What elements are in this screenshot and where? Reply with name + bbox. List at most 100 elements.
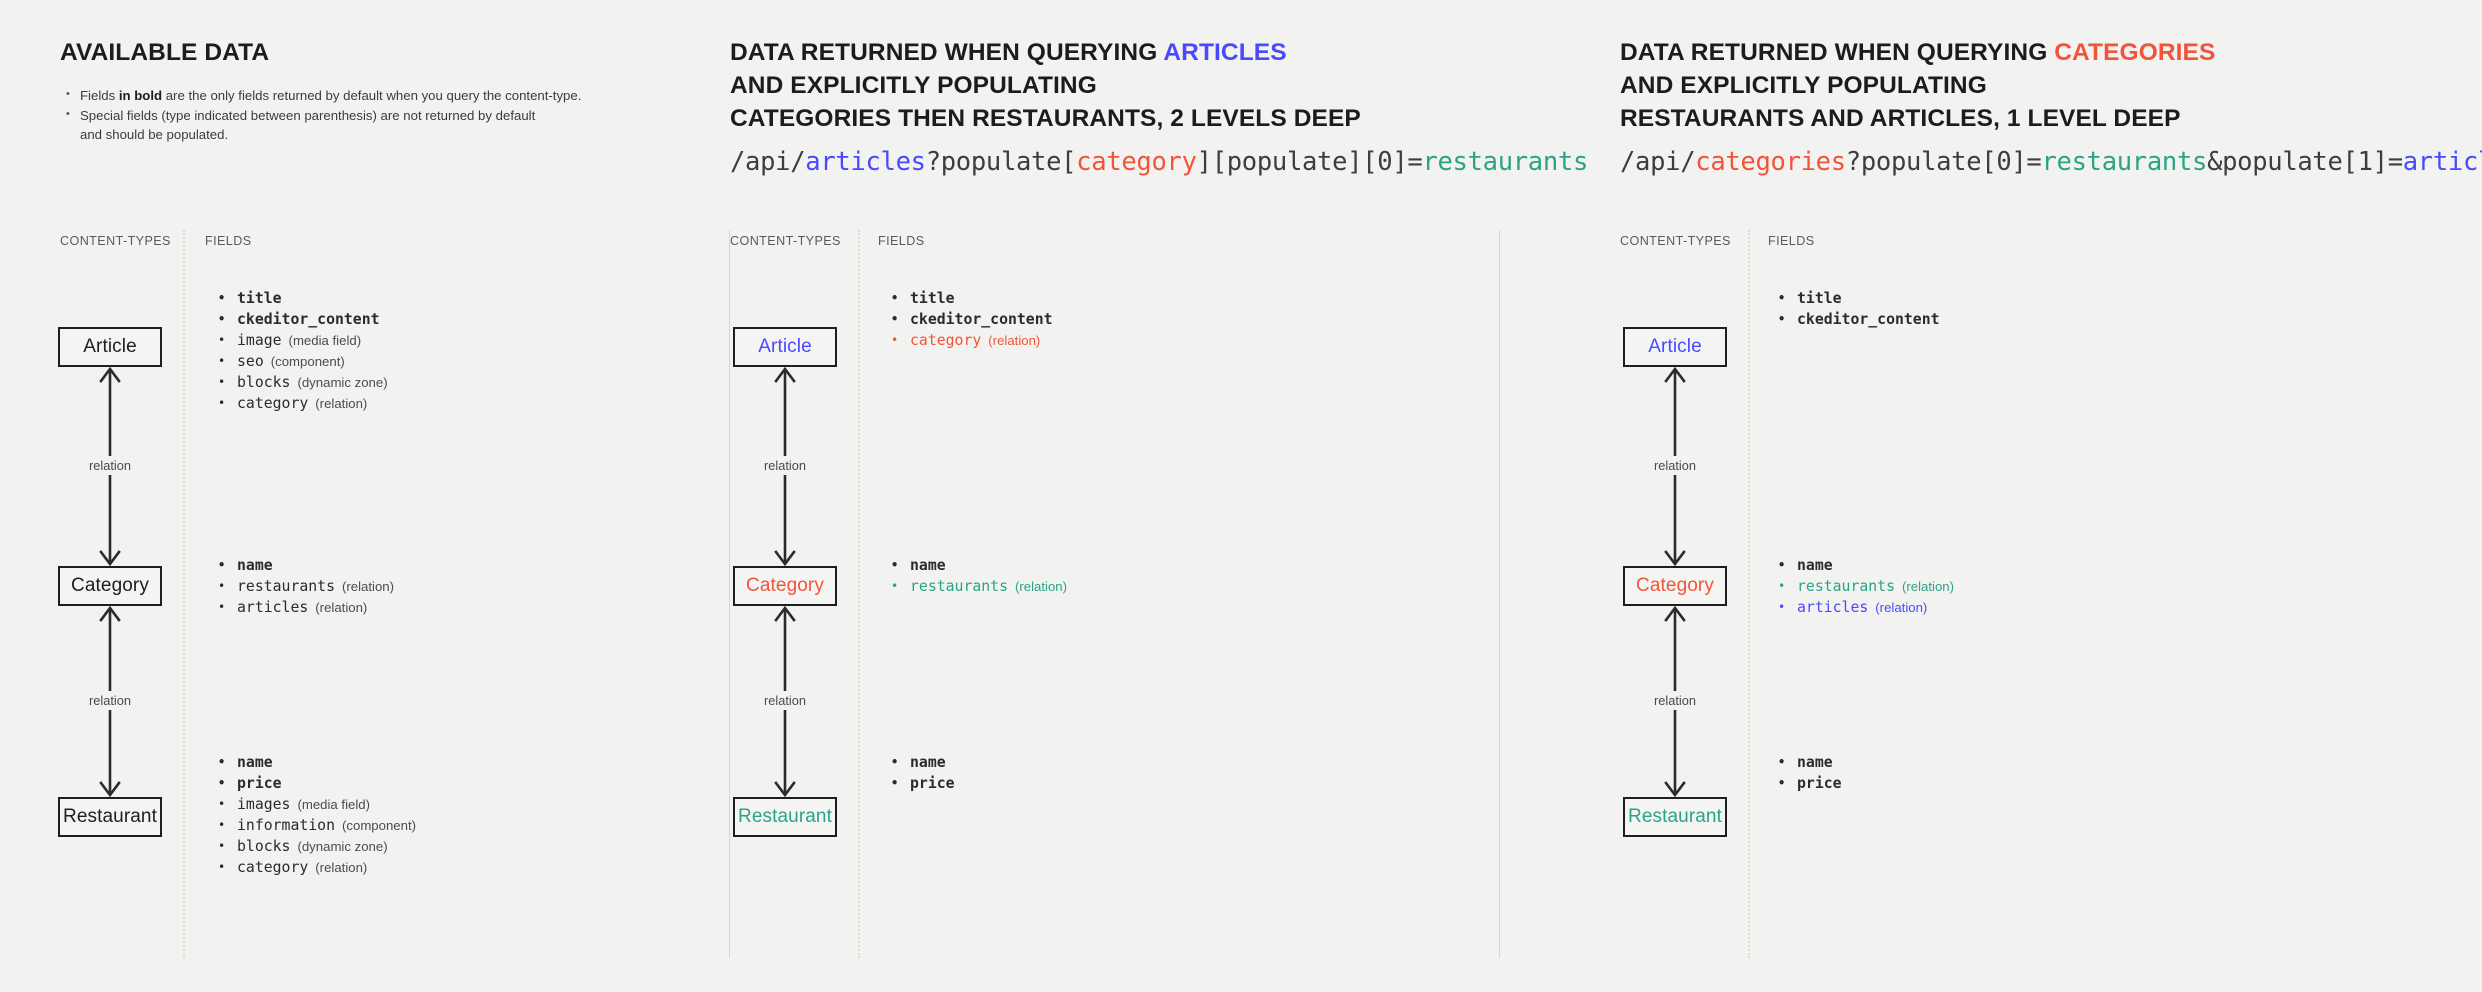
field-row: articles (relation) — [215, 597, 394, 618]
heading-line-3: CATEGORIES THEN RESTAURANTS, 2 LEVELS DE… — [730, 105, 1361, 132]
field-row: ckeditor_content — [888, 309, 1053, 330]
field-name: title — [1797, 290, 1842, 307]
field-type: (relation) — [1875, 600, 1928, 615]
field-row: restaurants(relation) — [215, 576, 394, 597]
field-type: (dynamic zone) — [297, 839, 388, 854]
field-type: (relation) — [1902, 579, 1955, 594]
content-type-node-restaurant[interactable]: Restaurant — [733, 797, 837, 837]
notes-list: Fields in bold are the only fields retur… — [62, 85, 581, 145]
content-type-node-article[interactable]: Article — [58, 327, 162, 367]
relation-edge: relation — [58, 606, 162, 797]
field-name: name — [237, 557, 273, 574]
field-group: titleckeditor_contentimage(media field)s… — [215, 288, 388, 414]
column-dotted-divider — [1748, 230, 1751, 958]
field-group: name price — [1775, 752, 1842, 794]
field-row: image (media field) — [215, 330, 388, 351]
field-name: restaurants — [910, 578, 1008, 595]
field-type: (media field) — [288, 333, 362, 348]
field-row: title — [888, 288, 1053, 309]
field-row: ckeditor_content — [1775, 309, 1940, 330]
field-row: category(relation) — [215, 857, 416, 878]
column-label-content-types: CONTENT-TYPES — [60, 234, 171, 248]
query-segment: ?populate[0]= — [1845, 147, 2042, 177]
content-type-node-category[interactable]: Category — [1623, 566, 1727, 606]
field-name: category — [237, 395, 309, 412]
field-row: seo(component) — [215, 351, 388, 372]
api-query-string: /api/articles?populate[category][populat… — [730, 147, 1588, 177]
field-name: price — [237, 775, 282, 792]
field-row: title — [1775, 288, 1940, 309]
field-group: titleckeditor_content category (relation) — [888, 288, 1053, 351]
field-row: name — [215, 752, 416, 773]
content-type-node-article[interactable]: Article — [1623, 327, 1727, 367]
field-name: title — [237, 290, 282, 307]
content-type-node-category[interactable]: Category — [58, 566, 162, 606]
field-row: restaurants (relation) — [888, 576, 1067, 597]
heading-line-3: RESTAURANTS AND ARTICLES, 1 LEVEL DEEP — [1620, 105, 2181, 132]
field-name: image — [237, 332, 282, 349]
query-segment: restaurants — [1422, 147, 1589, 177]
relation-edge-label: relation — [58, 690, 162, 710]
heading-highlight: ARTICLES — [1163, 39, 1287, 66]
field-name: ckeditor_content — [1797, 311, 1940, 328]
node-label: Category — [1636, 575, 1714, 596]
column-dotted-divider — [858, 230, 861, 958]
field-row: blocks(dynamic zone) — [215, 836, 416, 857]
field-name: name — [910, 557, 946, 574]
panel-divider-1 — [729, 230, 730, 958]
field-group: title ckeditor_content — [1775, 288, 1940, 330]
column-label-content-types: CONTENT-TYPES — [1620, 234, 1731, 248]
field-type: (relation) — [1015, 579, 1068, 594]
content-type-node-category[interactable]: Category — [733, 566, 837, 606]
field-row: name — [1775, 555, 1954, 576]
field-name: name — [1797, 557, 1833, 574]
panel-0: AVAILABLE DATA Fields in bold are the onl… — [0, 0, 730, 992]
node-label: Article — [758, 336, 812, 357]
content-type-node-restaurant[interactable]: Restaurant — [58, 797, 162, 837]
query-segment: /api/ — [1620, 147, 1696, 177]
relation-edge: relation — [733, 606, 837, 797]
field-type: (component) — [342, 818, 417, 833]
field-type: (media field) — [297, 797, 371, 812]
relation-edge-label: relation — [1623, 690, 1727, 710]
field-row: price — [215, 773, 416, 794]
field-type: (relation) — [315, 600, 368, 615]
field-name: name — [910, 754, 946, 771]
field-name: name — [1797, 754, 1833, 771]
field-row: blocks(dynamic zone) — [215, 372, 388, 393]
query-segment: /api/ — [730, 147, 806, 177]
node-label: Restaurant — [738, 806, 832, 827]
field-row: restaurants (relation) — [1775, 576, 1954, 597]
field-name: articles — [237, 599, 309, 616]
relation-edge: relation — [733, 367, 837, 566]
field-name: price — [1797, 775, 1842, 792]
column-label-fields: FIELDS — [205, 234, 252, 248]
query-segment: category — [1076, 147, 1197, 177]
relation-edge: relation — [1623, 367, 1727, 566]
field-name: name — [237, 754, 273, 771]
column-label-fields: FIELDS — [878, 234, 925, 248]
content-type-node-article[interactable]: Article — [733, 327, 837, 367]
field-group: name price — [888, 752, 955, 794]
field-row: name — [888, 555, 1067, 576]
field-name: price — [910, 775, 955, 792]
query-segment: &populate[1]= — [2207, 147, 2403, 177]
query-segment: ][populate][0]= — [1196, 147, 1423, 177]
panel-heading: AVAILABLE DATA — [60, 36, 269, 69]
field-group: name restaurants (relation) — [888, 555, 1067, 597]
node-label: Category — [71, 575, 149, 596]
node-label: Category — [746, 575, 824, 596]
field-name: restaurants — [1797, 578, 1895, 595]
field-name: category — [910, 332, 982, 349]
node-label: Article — [1648, 336, 1702, 357]
content-type-node-restaurant[interactable]: Restaurant — [1623, 797, 1727, 837]
field-type: (relation) — [988, 333, 1041, 348]
note-item: Fields in bold are the only fields retur… — [62, 85, 581, 106]
api-query-string: /api/categories?populate[0]=restaurants&… — [1620, 147, 2482, 177]
field-name: articles — [1797, 599, 1869, 616]
field-name: blocks — [237, 374, 291, 391]
field-type: (component) — [270, 354, 345, 369]
